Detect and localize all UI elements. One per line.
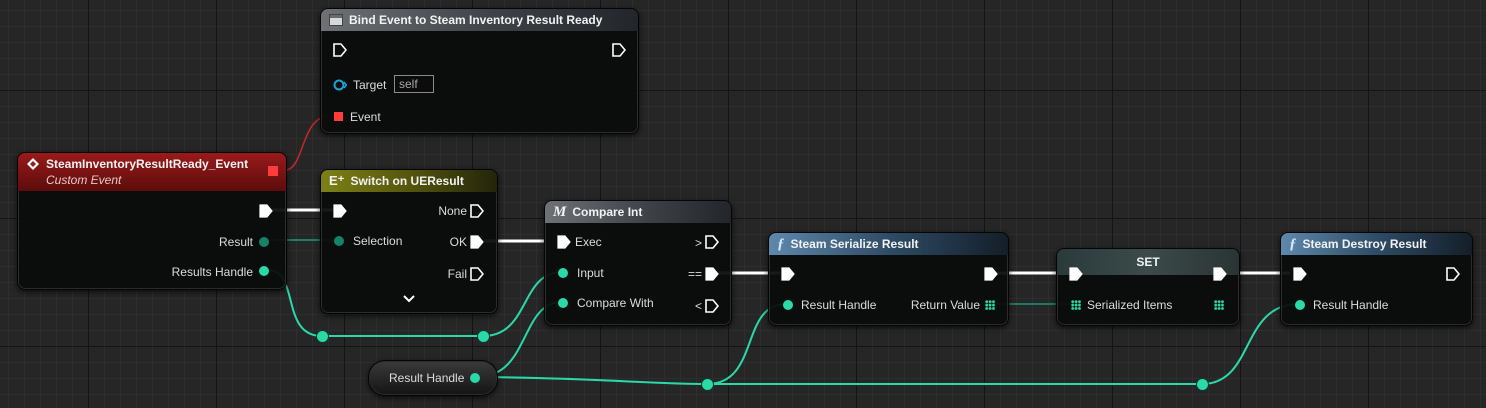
- serialized-items-label: Serialized Items: [1087, 298, 1173, 312]
- none-exec-pin[interactable]: [470, 204, 484, 218]
- return-value-array-pin[interactable]: [985, 300, 995, 310]
- exec-out-pin[interactable]: [1213, 267, 1227, 281]
- gt-label: >: [694, 236, 702, 250]
- destroy-header[interactable]: ƒ Steam Destroy Result: [1281, 233, 1472, 255]
- switch-title: Switch on UEResult: [350, 174, 464, 188]
- exec-out-pin[interactable]: [984, 267, 998, 281]
- exec-label: Exec: [575, 235, 602, 249]
- custom-event-title: SteamInventoryResultReady_Event: [46, 157, 249, 171]
- reroute-knot[interactable]: [477, 330, 490, 343]
- lt-label: <: [694, 299, 702, 313]
- exec-in-pin[interactable]: [1069, 267, 1083, 281]
- reroute-knot[interactable]: [1196, 378, 1209, 391]
- exec-in-pin[interactable]: [333, 43, 347, 57]
- result-handle-label: Result Handle: [801, 298, 877, 312]
- result-handle-variable-node[interactable]: Result Handle: [368, 360, 498, 396]
- exec-in-pin[interactable]: [333, 204, 347, 218]
- exec-out-pin[interactable]: [259, 204, 273, 218]
- compare-int-title: Compare Int: [572, 205, 643, 219]
- input-label: Input: [577, 266, 604, 280]
- reroute-knot[interactable]: [701, 378, 714, 391]
- results-handle-label: Results Handle: [171, 265, 253, 279]
- switch-header[interactable]: E⁺ Switch on UEResult: [321, 170, 497, 192]
- result-handle-pin[interactable]: [783, 300, 793, 310]
- bind-event-node[interactable]: Bind Event to Steam Inventory Result Rea…: [320, 8, 639, 134]
- gt-exec-pin[interactable]: [705, 235, 719, 249]
- bind-event-header[interactable]: Bind Event to Steam Inventory Result Rea…: [321, 9, 638, 31]
- event-delegate-pin[interactable]: [334, 112, 343, 121]
- compare-int-header[interactable]: M Compare Int: [545, 201, 731, 223]
- results-handle-pin[interactable]: [259, 266, 269, 276]
- lt-exec-pin[interactable]: [705, 299, 719, 313]
- exec-in-pin[interactable]: [781, 267, 795, 281]
- destroy-node[interactable]: ƒ Steam Destroy Result Result Handle: [1280, 232, 1473, 326]
- compare-int-node[interactable]: M Compare Int Exec > Input == Compare Wi…: [544, 200, 732, 326]
- serialized-items-in-pin[interactable]: [1071, 300, 1081, 310]
- variable-label: Result Handle: [389, 371, 465, 385]
- target-label: Target: [353, 78, 387, 92]
- result-handle-label: Result Handle: [1313, 298, 1389, 312]
- int-wire-var-to-reroute2: [476, 376, 708, 385]
- event-label: Event: [350, 110, 381, 124]
- bind-event-title: Bind Event to Steam Inventory Result Rea…: [349, 13, 603, 27]
- eq-exec-pin[interactable]: [705, 267, 719, 281]
- exec-in-pin[interactable]: [1293, 267, 1307, 281]
- result-pin[interactable]: [259, 237, 269, 247]
- destroy-title: Steam Destroy Result: [1302, 237, 1427, 251]
- macro-icon: M: [553, 203, 567, 220]
- fail-label: Fail: [447, 267, 467, 281]
- exec-out-pin[interactable]: [1446, 267, 1460, 281]
- expand-chevron-icon[interactable]: [403, 295, 415, 303]
- result-handle-pin[interactable]: [1295, 300, 1305, 310]
- reroute-knot[interactable]: [316, 330, 329, 343]
- exec-out-pin[interactable]: [612, 43, 626, 57]
- serialized-items-out-pin[interactable]: [1214, 300, 1224, 310]
- set-title: SET: [1136, 255, 1160, 269]
- function-f-icon: ƒ: [777, 235, 785, 252]
- switch-icon: E⁺: [329, 173, 345, 188]
- variable-out-pin[interactable]: [470, 373, 480, 383]
- compare-with-label: Compare With: [577, 296, 654, 310]
- eq-label: ==: [687, 267, 702, 281]
- fail-exec-pin[interactable]: [470, 267, 484, 281]
- none-label: None: [438, 204, 467, 218]
- ok-exec-pin[interactable]: [470, 235, 484, 249]
- serialize-node[interactable]: ƒ Steam Serialize Result Result Handle R…: [768, 232, 1009, 326]
- result-label: Result: [218, 235, 253, 249]
- exec-in-pin[interactable]: [557, 235, 571, 249]
- delegate-out-pin[interactable]: [268, 166, 278, 176]
- set-header[interactable]: SET: [1057, 249, 1239, 275]
- custom-event-node[interactable]: SteamInventoryResultReady_Event Custom E…: [17, 152, 287, 290]
- compare-with-pin[interactable]: [558, 298, 568, 308]
- selection-pin[interactable]: [334, 236, 344, 246]
- custom-event-subtitle: Custom Event: [46, 173, 122, 187]
- function-f-icon: ƒ: [1289, 235, 1297, 252]
- ok-label: OK: [449, 235, 467, 249]
- input-pin[interactable]: [558, 268, 568, 278]
- switch-node[interactable]: E⁺ Switch on UEResult None Selection OK …: [320, 169, 498, 314]
- event-diamond-icon: [27, 158, 39, 170]
- function-icon: [329, 14, 343, 26]
- serialize-title: Steam Serialize Result: [790, 237, 919, 251]
- serialize-header[interactable]: ƒ Steam Serialize Result: [769, 233, 1008, 255]
- custom-event-header[interactable]: SteamInventoryResultReady_Event Custom E…: [18, 153, 286, 191]
- selection-label: Selection: [353, 234, 403, 248]
- return-value-label: Return Value: [910, 298, 980, 312]
- set-node[interactable]: SET Serialized Items: [1056, 248, 1240, 326]
- target-pin[interactable]: [333, 78, 347, 92]
- target-input[interactable]: self: [394, 75, 434, 93]
